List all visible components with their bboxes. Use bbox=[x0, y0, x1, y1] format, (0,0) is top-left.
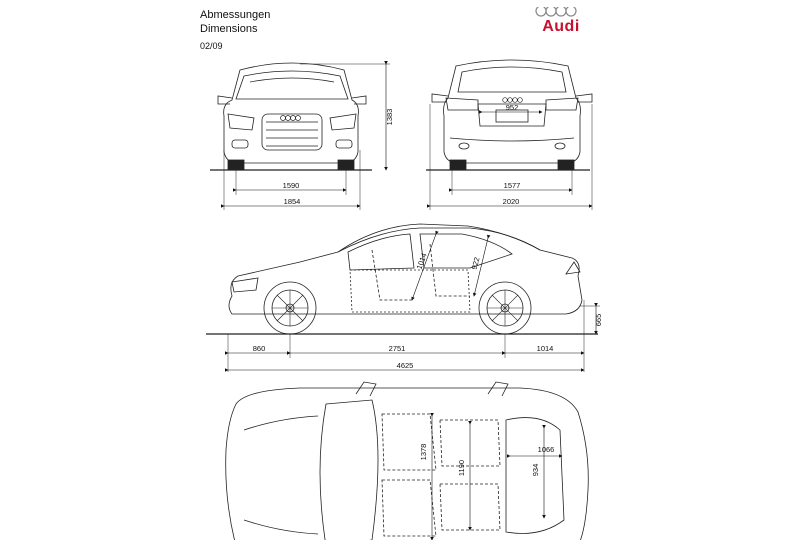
wheelbase-label: 2751 bbox=[389, 344, 406, 353]
front-width-label: 1854 bbox=[284, 197, 301, 206]
rear-headroom-dimension bbox=[472, 234, 491, 297]
front-headroom-dimension bbox=[411, 230, 439, 301]
brand-wordmark: Audi bbox=[542, 18, 580, 35]
rear-track-label: 1577 bbox=[504, 181, 521, 190]
front-view bbox=[210, 62, 390, 210]
trunk-depth-label: 934 bbox=[531, 464, 540, 477]
audi-logo: Audi bbox=[527, 5, 595, 36]
overall-length-label: 4625 bbox=[397, 361, 414, 370]
date-label: 02/09 bbox=[200, 41, 223, 51]
rear-shoulder-label: 1190 bbox=[457, 460, 466, 476]
top-view bbox=[225, 381, 589, 540]
mirror-width-label: 2020 bbox=[503, 197, 520, 206]
front-overhang-label: 860 bbox=[253, 344, 266, 353]
rear-headroom-label: 922 bbox=[470, 256, 482, 270]
front-track-label: 1590 bbox=[283, 181, 300, 190]
height-label: 1383 bbox=[385, 109, 394, 126]
page-title: Abmessungen bbox=[200, 9, 271, 21]
trunk-width-label: 1066 bbox=[538, 445, 555, 454]
trunk-opening-label: 952 bbox=[506, 103, 519, 112]
rear-view bbox=[426, 59, 593, 210]
sill-height-label: 665 bbox=[594, 314, 603, 327]
page-subtitle: Dimensions bbox=[200, 23, 258, 35]
rear-overhang-label: 1014 bbox=[537, 344, 554, 353]
front-shoulder-label: 1378 bbox=[419, 444, 428, 461]
